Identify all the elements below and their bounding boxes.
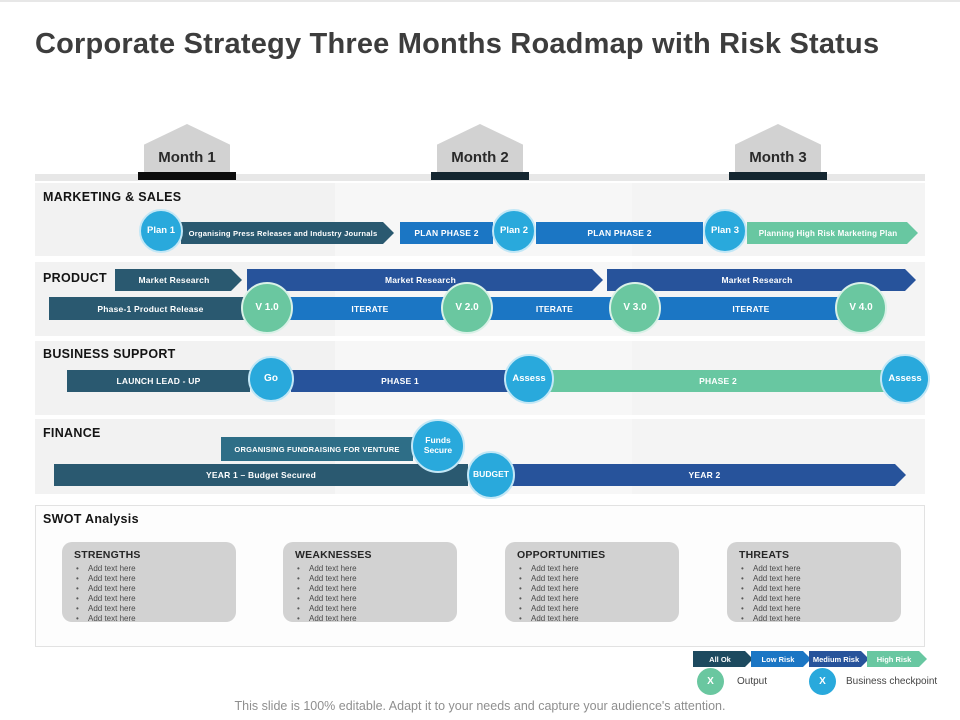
swot-item: Add text here bbox=[74, 594, 228, 604]
marketing-bar-plan-phase-2a: PLAN PHASE 2 bbox=[400, 222, 493, 244]
swot-item: Add text here bbox=[517, 614, 671, 622]
marketing-bar-press-releases: Organising Press Releases and Industry J… bbox=[181, 222, 394, 244]
swot-item: Add text here bbox=[739, 614, 893, 622]
product-bar-iterate-3: ITERATE bbox=[655, 297, 847, 320]
swot-item: Add text here bbox=[517, 604, 671, 614]
milestone-plan-2: Plan 2 bbox=[492, 209, 536, 253]
month-2-marker: Month 2 bbox=[437, 124, 523, 173]
swot-item: Add text here bbox=[74, 574, 228, 584]
legend-output-icon: X bbox=[697, 668, 724, 695]
top-border-line bbox=[0, 0, 960, 2]
product-bar-iterate-2: ITERATE bbox=[488, 297, 621, 320]
section-label-business-support: BUSINESS SUPPORT bbox=[43, 347, 176, 361]
month-1-marker: Month 1 bbox=[144, 124, 230, 173]
swot-item-list: Add text here Add text here Add text her… bbox=[739, 564, 893, 622]
checkpoint-assess-2: Assess bbox=[880, 354, 930, 404]
marketing-bar-plan-phase-2b: PLAN PHASE 2 bbox=[536, 222, 703, 244]
checkpoint-assess-1: Assess bbox=[504, 354, 554, 404]
output-v2: V 2.0 bbox=[441, 282, 493, 334]
swot-item: Add text here bbox=[295, 574, 449, 584]
swot-item: Add text here bbox=[295, 584, 449, 594]
swot-item-list: Add text here Add text here Add text her… bbox=[517, 564, 671, 622]
product-arrow-market-research-3: Market Research bbox=[607, 269, 916, 291]
legend-checkpoint-icon: X bbox=[809, 668, 836, 695]
business-bar-phase-2: PHASE 2 bbox=[550, 370, 886, 392]
checkpoint-funds-secure: Funds Secure bbox=[411, 419, 465, 473]
output-v1: V 1.0 bbox=[241, 282, 293, 334]
swot-item-list: Add text here Add text here Add text her… bbox=[74, 564, 228, 622]
finance-bar-fundraising: ORGANISING FUNDRAISING FOR VENTURE bbox=[221, 437, 413, 461]
swot-item: Add text here bbox=[74, 614, 228, 622]
section-label-product: PRODUCT bbox=[43, 271, 107, 285]
swot-panel-title: SWOT Analysis bbox=[43, 512, 139, 526]
page-title: Corporate Strategy Three Months Roadmap … bbox=[35, 28, 880, 60]
output-v4: V 4.0 bbox=[835, 282, 887, 334]
legend-output-label: Output bbox=[737, 676, 768, 687]
swot-item: Add text here bbox=[739, 604, 893, 614]
swot-item: Add text here bbox=[74, 584, 228, 594]
swot-item: Add text here bbox=[739, 594, 893, 604]
swot-item: Add text here bbox=[295, 594, 449, 604]
swot-item: Add text here bbox=[295, 604, 449, 614]
legend-checkpoint-label: Business checkpoint bbox=[846, 676, 938, 687]
swot-item: Add text here bbox=[295, 564, 449, 574]
swot-item: Add text here bbox=[739, 584, 893, 594]
legend-arrow-medium-risk: Medium Risk bbox=[809, 651, 869, 667]
legend-arrow-low-risk: Low Risk bbox=[751, 651, 811, 667]
swot-box-strengths: STRENGTHS Add text here Add text here Ad… bbox=[62, 542, 236, 622]
swot-item: Add text here bbox=[739, 574, 893, 584]
product-bar-iterate-1: ITERATE bbox=[288, 297, 452, 320]
finance-bar-year-1: YEAR 1 – Budget Secured bbox=[54, 464, 468, 486]
swot-box-title: WEAKNESSES bbox=[295, 549, 372, 561]
swot-item: Add text here bbox=[74, 604, 228, 614]
business-bar-launch-lead-up: LAUNCH LEAD - UP bbox=[67, 370, 250, 392]
product-arrow-market-research-1: Market Research bbox=[115, 269, 242, 291]
output-v3: V 3.0 bbox=[609, 282, 661, 334]
swot-box-title: OPPORTUNITIES bbox=[517, 549, 606, 561]
swot-box-weaknesses: WEAKNESSES Add text here Add text here A… bbox=[283, 542, 457, 622]
month-1-underline bbox=[138, 172, 236, 180]
swot-item: Add text here bbox=[517, 564, 671, 574]
milestone-plan-3: Plan 3 bbox=[703, 209, 747, 253]
legend-arrow-all-ok: All Ok bbox=[693, 651, 753, 667]
swot-item: Add text here bbox=[517, 584, 671, 594]
milestone-plan-1: Plan 1 bbox=[139, 209, 183, 253]
swot-item: Add text here bbox=[517, 594, 671, 604]
finance-bar-year-2: YEAR 2 bbox=[512, 464, 906, 486]
product-bar-phase-1-release: Phase-1 Product Release bbox=[49, 297, 252, 320]
product-arrow-market-research-2: Market Research bbox=[247, 269, 603, 291]
swot-item: Add text here bbox=[295, 614, 449, 622]
swot-box-title: THREATS bbox=[739, 549, 790, 561]
section-label-finance: FINANCE bbox=[43, 426, 101, 440]
swot-item: Add text here bbox=[739, 564, 893, 574]
swot-item: Add text here bbox=[74, 564, 228, 574]
swot-box-title: STRENGTHS bbox=[74, 549, 141, 561]
month-2-underline bbox=[431, 172, 529, 180]
month-3-underline bbox=[729, 172, 827, 180]
swot-box-opportunities: OPPORTUNITIES Add text here Add text her… bbox=[505, 542, 679, 622]
swot-item: Add text here bbox=[517, 574, 671, 584]
checkpoint-budget: BUDGET bbox=[467, 451, 515, 499]
business-bar-phase-1: PHASE 1 bbox=[291, 370, 509, 392]
marketing-bar-high-risk-plan: Planning High Risk Marketing Plan bbox=[747, 222, 918, 244]
section-label-marketing: MARKETING & SALES bbox=[43, 190, 182, 204]
swot-item-list: Add text here Add text here Add text her… bbox=[295, 564, 449, 622]
footer-note: This slide is 100% editable. Adapt it to… bbox=[234, 699, 726, 713]
legend-arrow-high-risk: High Risk bbox=[867, 651, 927, 667]
swot-box-threats: THREATS Add text here Add text here Add … bbox=[727, 542, 901, 622]
month-3-marker: Month 3 bbox=[735, 124, 821, 173]
checkpoint-go: Go bbox=[248, 356, 294, 402]
